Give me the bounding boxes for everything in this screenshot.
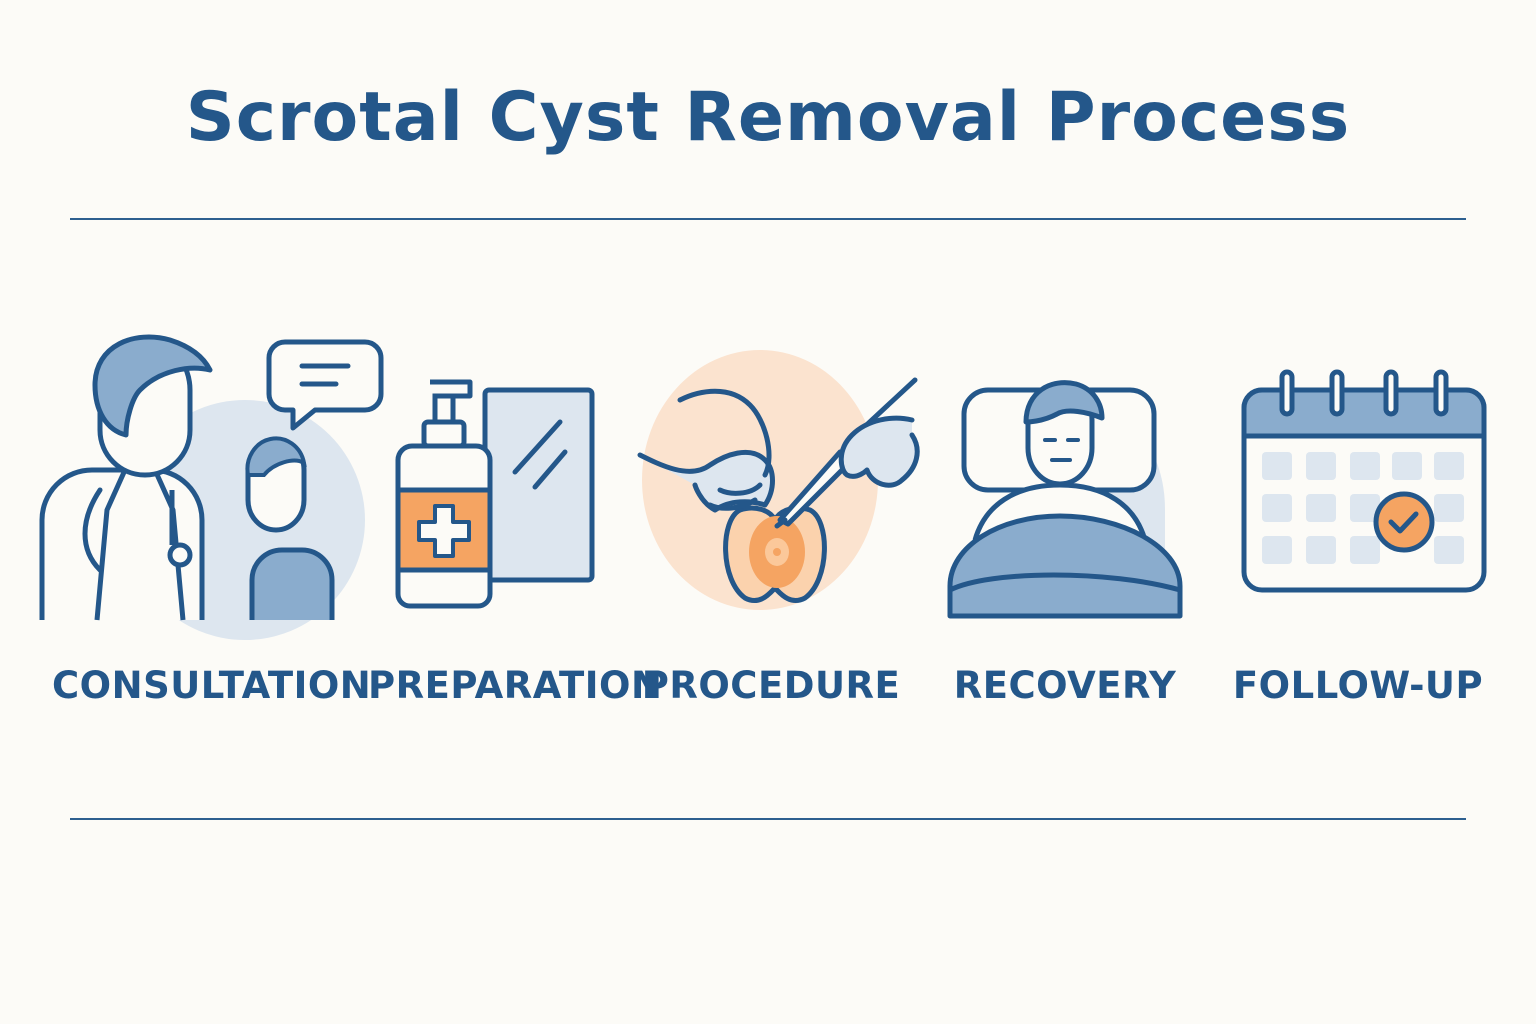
sanitizer-bottle-icon [395, 379, 595, 609]
step-preparation: PREPARATION [368, 0, 662, 1024]
bottom-divider [70, 818, 1466, 820]
step-label-recovery: RECOVERY [953, 664, 1177, 707]
step-label-preparation: PREPARATION [368, 664, 663, 707]
step-recovery: RECOVERY [930, 0, 1210, 1024]
doctor-consultation-icon [39, 334, 384, 640]
page-title: Scrotal Cyst Removal Process [185, 78, 1351, 157]
step-label-procedure: PROCEDURE [641, 664, 901, 707]
patient-in-bed-icon [947, 380, 1183, 619]
calendar-check-icon [1241, 369, 1487, 593]
step-follow-up: FOLLOW-UP [1220, 0, 1510, 1024]
top-divider [70, 218, 1466, 220]
step-consultation: CONSULTATION [0, 0, 384, 1024]
step-label-consultation: CONSULTATION [52, 664, 372, 707]
step-procedure: PROCEDURE [637, 0, 920, 1024]
scalpel-procedure-icon [637, 350, 920, 610]
step-label-follow-up: FOLLOW-UP [1232, 664, 1484, 707]
